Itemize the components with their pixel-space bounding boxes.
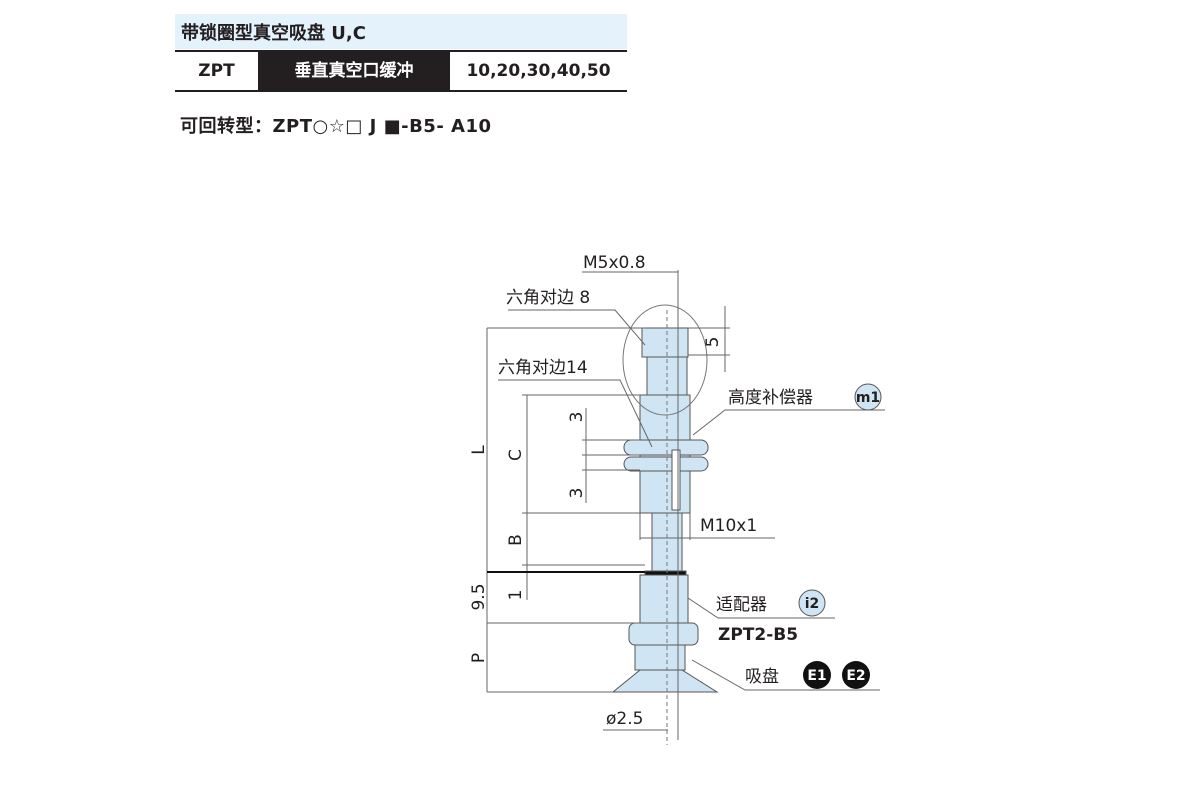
pad-label: 吸盘 [745,667,779,687]
model-cell: ZPT [198,61,235,81]
detail-circle [622,304,708,416]
rotatable-model-code: 可回转型：ZPT○☆□ J ■-B5- A10 [180,116,492,137]
divider [175,90,627,92]
hex8-label: 六角对边 8 [506,288,590,308]
badge-i2-text: i2 [805,596,820,612]
dim-L: L [469,445,489,455]
pad-top [628,622,699,646]
header-band [175,14,627,49]
dim-3a: 3 [567,412,587,423]
lock-nut-2 [623,456,709,472]
diameter-label: ø2.5 [606,709,643,729]
product-title: 带锁圈型真空吸盘 U,C [181,23,366,44]
badge-e2 [842,661,870,689]
dim-B: B [506,534,526,546]
adapter-model: ZPT2-B5 [718,625,798,645]
badge-m1-text: m1 [856,390,880,406]
pad-neck [634,644,686,671]
badge-e1 [803,661,831,689]
adapter [639,574,689,624]
dim-C: C [506,449,526,461]
dim-5: 5 [703,337,723,348]
labels: M5x0.8 六角对边 8 六角对边14 5 3 3 L C B 1 9.5 P… [469,253,882,729]
badge-i2 [798,589,826,617]
type-cell: 垂直真空口缓冲 [258,52,450,90]
dim-P: P [469,653,489,663]
hex-top [641,327,689,358]
dimension-lines [486,270,885,740]
badge-e2-text: E2 [846,668,865,684]
badge-e1-text: E1 [807,668,826,684]
height-comp-label: 高度补偿器 [728,388,813,408]
spring [671,449,681,511]
dim-1: 1 [506,590,526,601]
thread-body-label: M10x1 [700,516,757,536]
suction-cup [611,669,719,693]
part-body [611,327,719,693]
hex14-label: 六角对边14 [498,358,588,378]
sizes-cell: 10,20,30,40,50 [466,61,611,81]
dim-9-5: 9.5 [469,583,489,610]
badge-m1 [854,383,882,411]
divider [175,50,627,52]
dim-3b: 3 [567,488,587,499]
adapter-label: 适配器 [716,595,767,615]
lock-nut-1 [623,439,709,456]
ring [644,570,687,576]
thread-top-label: M5x0.8 [583,253,646,273]
